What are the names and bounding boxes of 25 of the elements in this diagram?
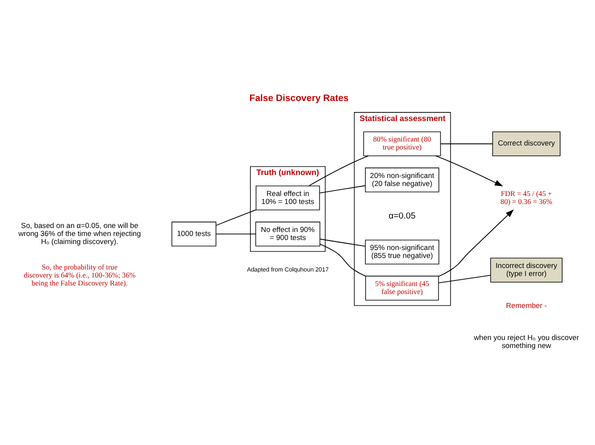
arrow	[438, 208, 514, 276]
node-text: FDR = 45 / (45 + 80) = 0.36 = 36%	[500, 188, 552, 206]
diagram-title: False Discovery Rates	[249, 92, 349, 103]
node-box: 1000 tests	[172, 221, 216, 246]
connector	[320, 238, 366, 246]
arrow	[435, 154, 504, 186]
label: So, based on an α=0.05, one will be wrong 36% of the time when rejecting H₀ (claiming discovery).	[18, 220, 141, 246]
node-box: 5% significant (45 false positive)	[365, 275, 439, 300]
node-box: 95% non-significant (855 true negative)	[365, 239, 440, 264]
node-box: No effect in 90% = 900 tests	[255, 221, 320, 246]
label: Remember -	[506, 300, 547, 310]
node-box: 80% significant (80 true positive)	[363, 130, 441, 156]
connector	[320, 243, 366, 276]
node-box: Correct discovery	[492, 130, 560, 156]
node-box: 20% non-significant (20 false negative)	[365, 167, 440, 192]
connector	[438, 274, 492, 283]
connector	[440, 142, 493, 144]
connector	[319, 184, 366, 193]
connector	[216, 208, 256, 226]
connector	[308, 154, 369, 186]
label: when you reject H₀ you discover something new	[474, 332, 579, 350]
label: So, the probability of true discovery is 64% (i.e., 100-36%; 36% being the False Discovery Rate).	[24, 262, 136, 287]
connector	[216, 233, 256, 234]
node-box: Real effect in 10% = 100 tests	[256, 185, 320, 210]
node-box: Incorrect discovery (type I error)	[490, 257, 562, 282]
